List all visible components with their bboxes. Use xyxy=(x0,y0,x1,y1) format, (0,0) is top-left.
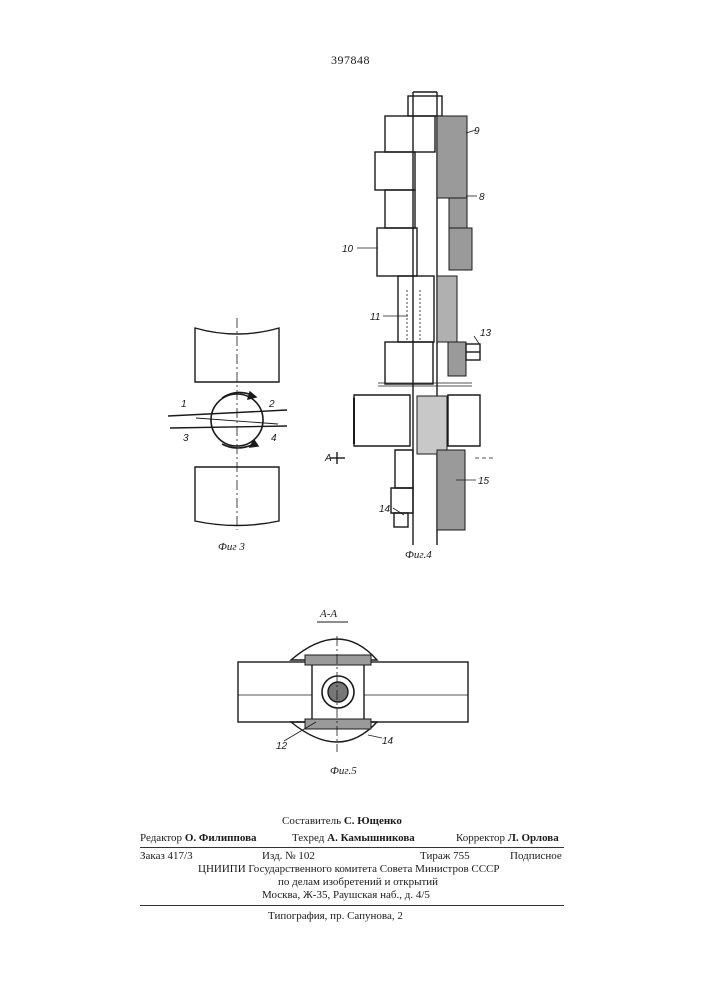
fig4-section-marker: А xyxy=(324,453,332,464)
fig4-label-11: 11 xyxy=(370,312,380,323)
fig4-label-14: 14 xyxy=(379,504,391,515)
fig4-label-10: 10 xyxy=(342,244,354,255)
editor-line: Редактор О. Филиппова xyxy=(140,832,257,845)
fig3-label-3: 3 xyxy=(183,433,189,444)
fig3-label-4: 4 xyxy=(271,433,277,444)
printer: Типография, пр. Сапунова, 2 xyxy=(268,910,403,923)
fig5-label-14: 14 xyxy=(382,736,394,747)
techred-label: Техред xyxy=(292,832,324,844)
imprint-rule-top xyxy=(140,847,564,848)
corrector-name: Л. Орлова xyxy=(508,832,559,844)
fig3-label-1: 1 xyxy=(181,399,187,410)
imprint-rule-bottom xyxy=(140,905,564,906)
fig3-label-2: 2 xyxy=(268,399,275,410)
compiler-name: С. Ющенко xyxy=(344,815,402,827)
editor-name: О. Филиппова xyxy=(185,832,257,844)
org-line-1: ЦНИИПИ Государственного комитета Совета … xyxy=(198,863,500,876)
figure-5 xyxy=(238,622,468,752)
org-line-3: Москва, Ж-35, Раушская наб., д. 4/5 xyxy=(262,889,430,902)
editor-label: Редактор xyxy=(140,832,182,844)
fig4-label-9: 9 xyxy=(474,126,480,137)
fig4-caption: Фиг.4 xyxy=(405,549,432,561)
edition-number: Изд. № 102 xyxy=(262,850,315,863)
corrector-label: Корректор xyxy=(456,832,505,844)
techred-name: А. Камышникова xyxy=(327,832,415,844)
fig4-label-8: 8 xyxy=(479,192,485,203)
fig5-label-12: 12 xyxy=(276,741,288,752)
fig4-label-13: 13 xyxy=(480,328,492,339)
figure-4 xyxy=(330,92,495,545)
subscription: Подписное xyxy=(510,850,562,863)
fig3-caption: Фиг 3 xyxy=(218,541,245,553)
figure-3 xyxy=(168,318,287,530)
org-line-2: по делам изобретений и открытий xyxy=(278,876,438,889)
corrector-line: Корректор Л. Орлова xyxy=(456,832,559,845)
fig4-label-15: 15 xyxy=(478,476,490,487)
compiler-label: Составитель xyxy=(282,815,341,827)
compiler-line: Составитель С. Ющенко xyxy=(282,815,402,828)
techred-line: Техред А. Камышникова xyxy=(292,832,415,845)
fig5-caption: Фиг.5 xyxy=(330,765,357,777)
circulation: Тираж 755 xyxy=(420,850,470,863)
order-number: Заказ 417/3 xyxy=(140,850,193,863)
fig5-section-title: А-А xyxy=(319,608,337,620)
